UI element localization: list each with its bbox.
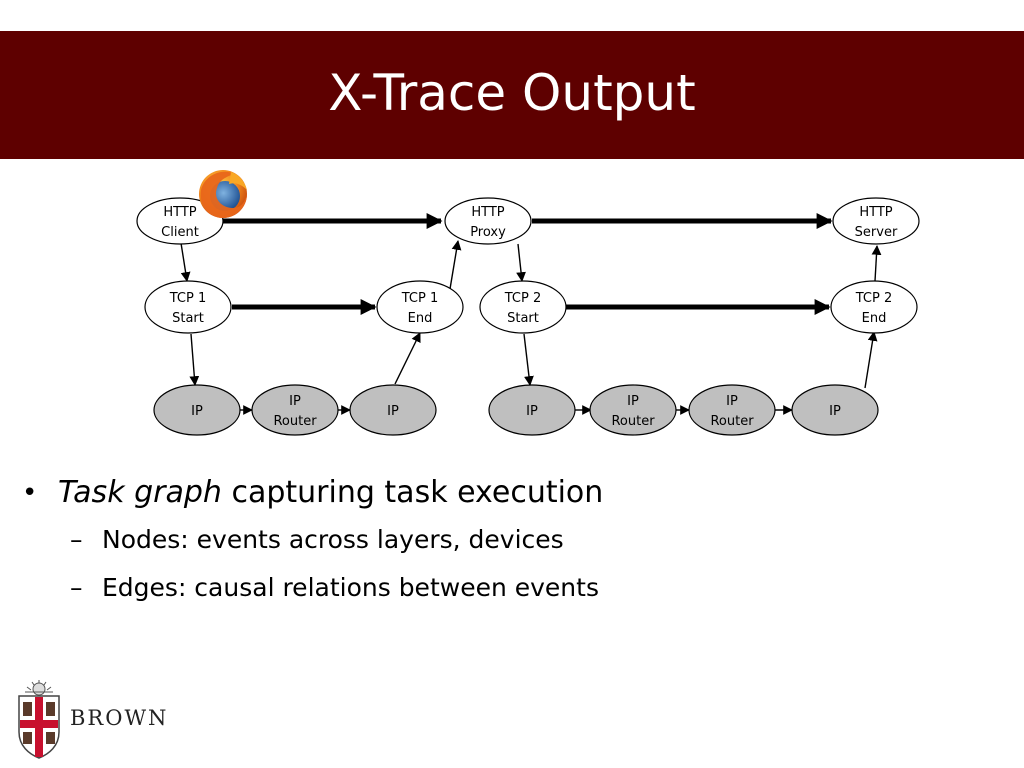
bullet-list: • Task graph capturing task execution – … [22, 470, 982, 612]
node-label: IP [627, 394, 639, 409]
node-shape [488, 384, 576, 436]
sub-bullet-edges: – Edges: causal relations between events [22, 564, 982, 612]
node-shape [349, 384, 437, 436]
bullet-main-italic: Task graph [58, 475, 222, 510]
node-tcp2-start: TCP 2 Start [479, 280, 567, 334]
node-label: Start [507, 311, 539, 326]
node-shape [444, 197, 532, 245]
node-label: IP [526, 404, 538, 419]
bullet-main-text: capturing task execution [221, 475, 604, 510]
node-label: TCP 1 [169, 291, 207, 306]
node-http-client: HTTP Client [136, 197, 224, 245]
node-ip-a: IP [153, 384, 241, 436]
node-ip-c: IP [488, 384, 576, 436]
node-ip-b: IP [349, 384, 437, 436]
edge-ip-tcp2end [864, 331, 878, 389]
node-http-proxy: HTTP Proxy [444, 197, 532, 245]
node-shape [589, 384, 677, 436]
edge-tcp1start-ip [189, 333, 200, 386]
sun-crest-icon [25, 680, 53, 696]
node-tcp1-end: TCP 1 End [376, 280, 464, 334]
node-label: Client [161, 225, 199, 240]
node-label: TCP 2 [855, 291, 893, 306]
shield-icon [18, 695, 60, 759]
edge-tcp1end-proxy [449, 240, 462, 290]
edge-tcp2end-server [871, 245, 882, 282]
thin-edges [180, 240, 882, 415]
node-label: End [408, 311, 433, 326]
node-label: HTTP [163, 205, 196, 220]
node-ip-router-b: IP Router [589, 384, 677, 436]
node-shape [251, 384, 339, 436]
node-shape [376, 280, 464, 334]
node-label: IP [829, 404, 841, 419]
edge-ip-tcp1end [394, 332, 421, 385]
node-shape [830, 280, 918, 334]
node-shape [791, 384, 879, 436]
node-label: Router [710, 414, 754, 429]
brown-wordmark: BROWN [70, 706, 169, 730]
thick-edges [222, 212, 833, 316]
node-label: TCP 1 [401, 291, 439, 306]
node-label: IP [726, 394, 738, 409]
node-shape [688, 384, 776, 436]
firefox-icon [199, 170, 247, 218]
edge-tcp2start-ip [523, 333, 534, 386]
node-label: Start [172, 311, 204, 326]
node-label: Router [273, 414, 317, 429]
node-ip-d: IP [791, 384, 879, 436]
sub-bullet-dash: – [70, 525, 83, 554]
bullet-main: • Task graph capturing task execution [22, 470, 982, 516]
node-label: Server [855, 225, 898, 240]
brown-logo [18, 680, 60, 759]
edge-client-tcp1start [180, 242, 191, 282]
node-label: Router [611, 414, 655, 429]
node-label: HTTP [859, 205, 892, 220]
node-tcp2-end: TCP 2 End [830, 280, 918, 334]
title-bar: X-Trace Output [0, 31, 1024, 159]
sub-bullet-dash: – [70, 573, 83, 602]
node-label: IP [289, 394, 301, 409]
sub-bullet-text: Nodes: events across layers, devices [102, 525, 564, 554]
sub-bullet-text: Edges: causal relations between events [102, 573, 599, 602]
bullet-dot: • [22, 478, 38, 508]
node-http-server: HTTP Server [832, 197, 920, 245]
node-label: End [862, 311, 887, 326]
node-ip-router-a: IP Router [251, 384, 339, 436]
node-tcp1-start: TCP 1 Start [144, 280, 232, 334]
node-ip-router-c: IP Router [688, 384, 776, 436]
node-shape [479, 280, 567, 334]
edge-proxy-tcp2start [516, 243, 526, 282]
slide-title: X-Trace Output [328, 64, 696, 122]
node-label: IP [387, 404, 399, 419]
sub-bullet-nodes: – Nodes: events across layers, devices [22, 516, 982, 564]
node-shape [136, 197, 224, 245]
node-shape [153, 384, 241, 436]
node-label: Proxy [470, 225, 506, 240]
node-label: HTTP [471, 205, 504, 220]
node-label: IP [191, 404, 203, 419]
node-label: TCP 2 [504, 291, 542, 306]
node-shape [144, 280, 232, 334]
node-shape [832, 197, 920, 245]
